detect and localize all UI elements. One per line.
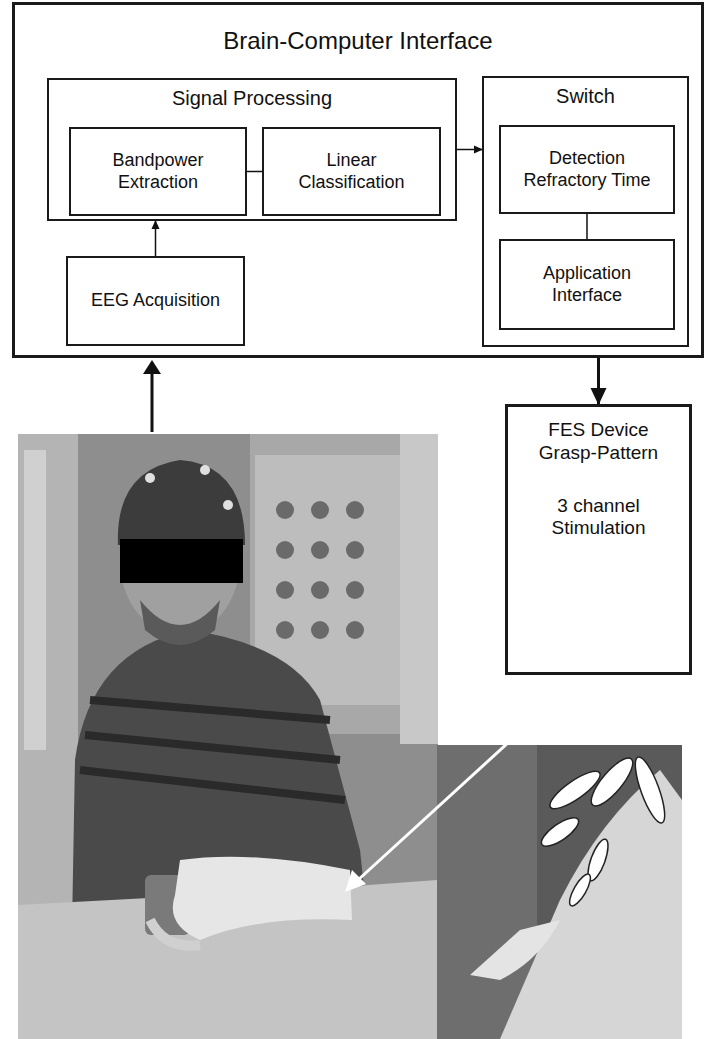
box-label: 3 channel Stimulation (534, 495, 664, 541)
group-title: Signal Processing (49, 86, 455, 110)
process-box: EEG Acquisition (66, 256, 245, 346)
link-line (586, 214, 588, 239)
group-title: Switch (484, 84, 687, 108)
process-box: Bandpower Extraction (69, 127, 247, 216)
process-box: Application Interface (499, 239, 675, 330)
group-title: Brain-Computer Interface (15, 27, 701, 56)
flow-arrow (457, 149, 482, 151)
module-box: Signal ProcessingBandpower Extraction Lin… (47, 78, 457, 221)
process-box: Linear Classification (262, 127, 441, 216)
module-box: SwitchDetection Refractory TimeApplicati… (482, 76, 689, 347)
box-label: Linear Classification (277, 150, 427, 193)
flow-arrow (155, 221, 157, 256)
flow-arrow (597, 358, 600, 404)
box-label: Application Interface (512, 263, 662, 306)
system-frame: Brain-Computer InterfaceSignal Processin… (12, 2, 704, 358)
device-box: FES Device Grasp-Pattern 3 channel Stimul… (505, 404, 692, 675)
box-label: Bandpower Extraction (83, 150, 233, 193)
box-label: FES Device Grasp-Pattern (534, 419, 664, 465)
process-box: Detection Refractory Time (499, 125, 675, 214)
link-line (247, 171, 262, 173)
box-label: EEG Acquisition (91, 290, 220, 312)
box-label: Detection Refractory Time (512, 148, 662, 191)
